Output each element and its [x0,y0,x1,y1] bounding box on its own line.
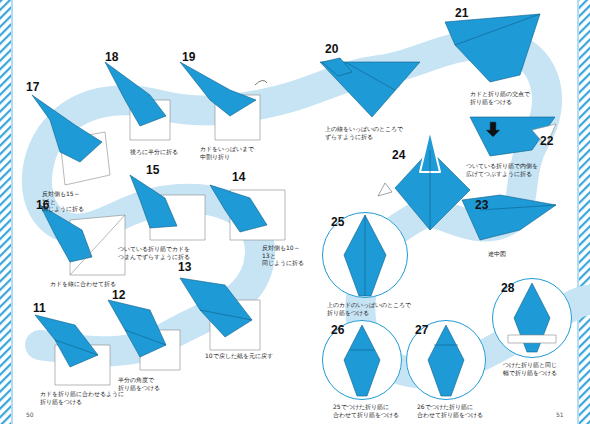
paper-fold [180,62,256,116]
step-number: 26 [331,323,344,338]
paper-fold [35,315,98,367]
step-number: 22 [540,134,553,149]
step-circle: 28つけた折り筋と同じ 幅で折り筋をつける [492,278,572,358]
step-number: 18 [105,50,118,65]
step-number: 12 [112,288,125,303]
step-circle: 25上のカドのいっぱいのところで 折り筋をつける [322,212,408,298]
instruction-caption: 後ろに半分に折る [130,148,178,156]
instruction-caption: カドと折り筋の交点で 折り筋をつける [470,90,530,105]
page-border [579,0,590,424]
flow-band [37,44,590,373]
step-number: 20 [325,42,338,57]
circle-fill [492,278,572,358]
crease [365,215,366,296]
paper-fold [428,325,464,396]
paper-fold [322,58,352,76]
page-border [12,0,13,424]
crease [480,205,556,210]
crease [345,62,395,90]
page-border [0,0,11,424]
step-circle: 2625でつけた折り筋に 合わせて折り筋をつける [322,320,402,400]
instruction-caption: 上のカドのいっぱいのところで 折り筋をつける [327,301,411,316]
paper-fold [105,62,166,126]
instruction-caption: 10で戻した紙を元に戻す [205,352,273,360]
page-border [578,0,579,424]
instruction-caption: 26でつけた折り筋に 合わせて折り筋をつける [417,403,483,418]
step-number: 24 [392,148,405,163]
paper-fold [445,14,540,82]
instruction-caption: 25でつけた折り筋に 合わせて折り筋をつける [333,403,399,418]
step-number: 21 [455,6,468,21]
crease [430,150,431,230]
step-number: 19 [182,50,195,65]
paper-base [508,335,556,343]
paper-fold [210,185,267,232]
fold-arrow [255,80,267,85]
paper-fold [470,117,555,156]
instruction-caption: カドをいっぱいまで 中割り折り [200,145,254,160]
step-number: 28 [501,281,514,296]
step-number: 17 [26,80,39,95]
crease [434,345,458,346]
page-number: 50 [26,411,34,419]
paper-fold [462,195,556,240]
page-number: 51 [556,411,564,419]
crease [125,330,166,345]
step-number: 14 [232,170,245,185]
step-number: 27 [415,323,428,338]
crease [55,340,98,355]
instruction-caption: カドを線に合わせて折る [50,280,116,288]
instruction-caption: カドを折り筋に合わせるように 折り筋をつける [40,390,124,405]
step-number: 16 [36,198,49,213]
circle-fill [322,212,408,298]
flip-arrow [378,183,392,196]
push-arrow [486,122,500,137]
instruction-caption: 反対側も10～13と 同じように折る [262,244,304,267]
circle-fill [322,320,402,400]
instruction-caption: 半分の角度で 折り筋をつける [118,376,160,391]
instruction-caption: 途中図 [488,250,506,258]
paper-fold [32,95,102,162]
step-number: 11 [33,301,46,316]
paper-fold [130,175,177,228]
instruction-caption: つけた折り筋と同じ 幅で折り筋をつける [503,361,557,376]
paper-fold [344,215,386,296]
instruction-caption: 上の線をいっぱいのところで ずらすように折る [325,125,403,140]
step-number: 23 [475,198,488,213]
paper-fold [108,300,166,357]
paper-fold [40,205,92,262]
step-number: 25 [331,215,344,230]
instruction-caption: ついている折り筋で内側を 広げてつぶすように折る [466,162,538,177]
step-number: 15 [146,163,159,178]
paper-fold [344,325,380,396]
crease [70,215,125,275]
crease [350,350,374,351]
paper-fold [180,278,252,337]
step-number: 13 [178,260,191,275]
circle-fill [406,320,486,400]
instruction-caption: ついている折り筋でカドを つまんでずらすように折る [118,245,190,260]
step-circle: 2726でつけた折り筋に 合わせて折り筋をつける [406,320,486,400]
crease [200,310,252,320]
